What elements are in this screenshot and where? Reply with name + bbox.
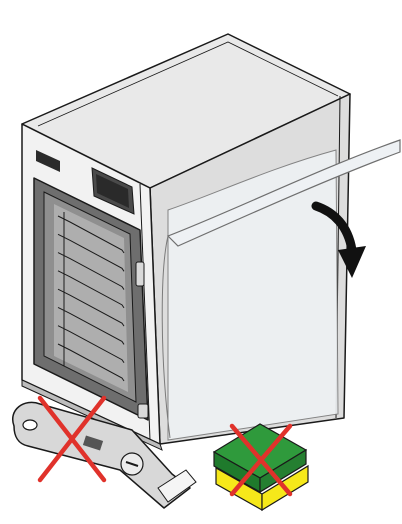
appliance-front-pillar [139, 183, 151, 441]
scraper-blade [157, 469, 197, 503]
protective-film-peeled [166, 139, 401, 247]
scraper-body [11, 401, 191, 509]
sponge-green-side [259, 448, 307, 494]
scouring-sponge [212, 423, 309, 512]
oven-interior [54, 204, 128, 392]
oven-shelf-rack [57, 212, 125, 382]
scraper-hang-hole [22, 419, 38, 431]
cross-icon [37, 395, 107, 483]
cross-icon [229, 423, 293, 497]
control-panel-display [96, 174, 129, 208]
protective-film [161, 139, 401, 441]
brand-badge [36, 150, 60, 172]
protective-film-fold [161, 235, 171, 439]
door-hinge [137, 403, 149, 419]
scraper-grip [82, 435, 104, 451]
door-handle [135, 261, 145, 287]
scraper-tool [11, 395, 197, 509]
curved-arrow-down-icon [311, 201, 366, 278]
appliance-top-rim [37, 41, 339, 127]
